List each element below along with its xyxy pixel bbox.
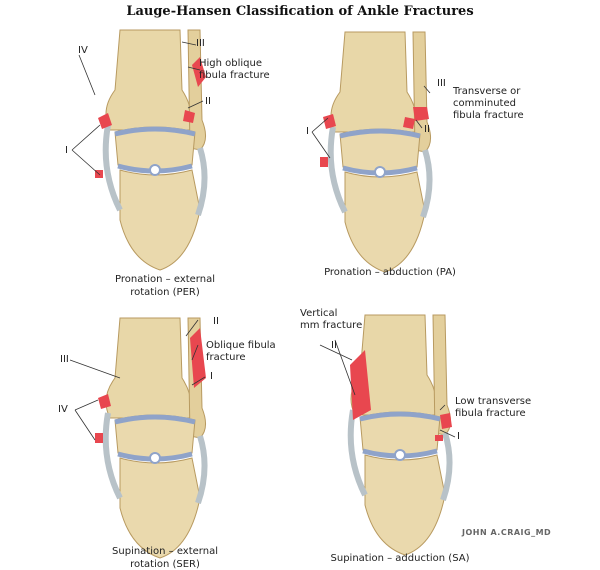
label-iii: III [60, 354, 69, 365]
figure-title: Lauge-Hansen Classification of Ankle Fra… [126, 4, 474, 19]
label-ii: II [213, 316, 219, 327]
label-ii: II [205, 96, 211, 107]
label-ii: II [331, 340, 337, 351]
leader-lines [69, 41, 456, 441]
ankle-sa [350, 315, 452, 555]
label-iv: IV [58, 404, 68, 415]
label-iii: III [437, 78, 446, 89]
label-i: I [210, 371, 213, 382]
label-i: I [306, 126, 309, 137]
ankle-ser [95, 318, 206, 558]
ankle-per [95, 30, 206, 270]
caption-pa: Pronation – abduction (PA) [324, 267, 456, 278]
label-ii: II [424, 124, 430, 135]
label-i: I [65, 145, 68, 156]
ankle-pa [320, 32, 431, 272]
label-iii: III [196, 38, 205, 49]
label-i: I [457, 431, 460, 442]
caption-sa: Supination – adduction (SA) [330, 553, 470, 564]
artist-signature: JOHN A.CRAIG_MD [462, 528, 552, 537]
label-iv: IV [78, 45, 88, 56]
